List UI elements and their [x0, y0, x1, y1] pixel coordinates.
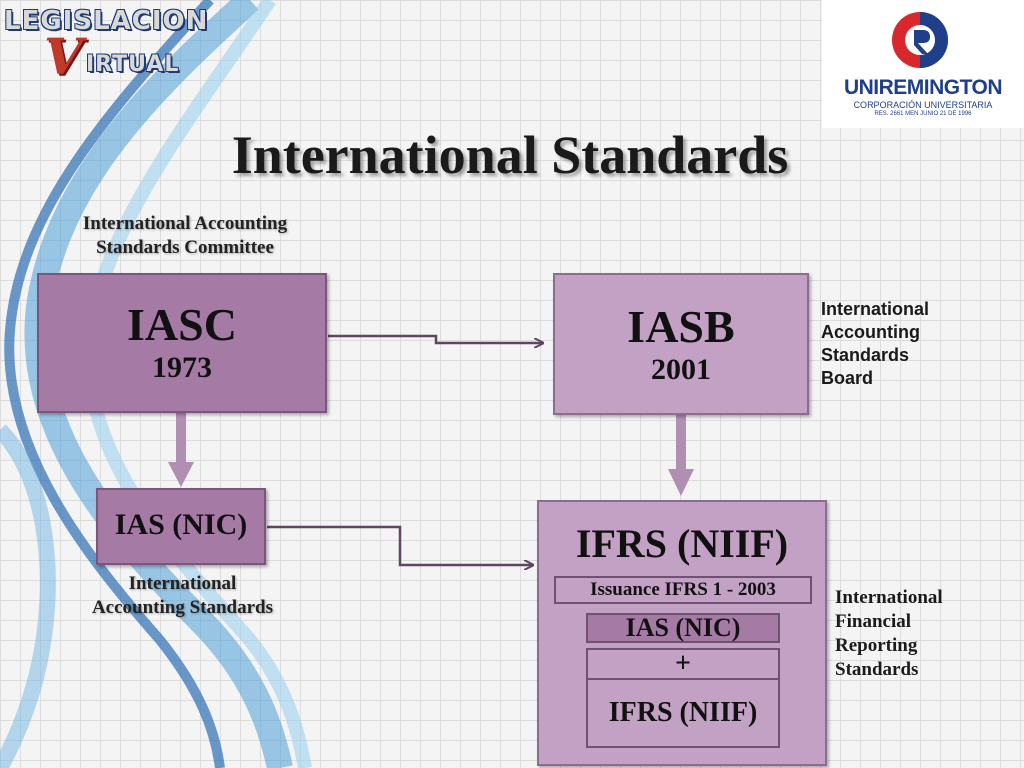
iasb-label-line-2: Accounting	[821, 322, 920, 342]
ifrs-label-line-3: Reporting	[835, 635, 918, 656]
ias-caption-line-2: Accounting Standards	[91, 597, 274, 618]
iasb-name: IASB	[627, 301, 735, 352]
uniremington-logo: UNIREMINGTON CORPORACIÓN UNIVERSITARIA R…	[822, 0, 1024, 128]
iasc-caption-line-2: Standards Committee	[96, 237, 274, 258]
uniremington-emblem-icon	[892, 12, 948, 68]
swirl-decoration	[0, 0, 312, 768]
iasc-box: IASC 1973	[37, 273, 327, 413]
ifrs-label-line-1: International	[835, 587, 943, 608]
iasb-label: International Accounting Standards Board	[821, 298, 929, 390]
ifrs-label-line-4: Standards	[835, 659, 919, 680]
iasb-label-line-3: Standards	[821, 345, 910, 365]
arrow-ias-to-ifrs	[267, 525, 533, 565]
page-title: International Standards	[231, 125, 789, 185]
ifrs-label-line-2: Financial	[835, 611, 912, 632]
legislacion-virtual-logo: LEGISLACION V IRTUAL	[0, 2, 215, 82]
ifrs-name: IFRS (NIIF)	[575, 521, 789, 566]
arrow-iasc-to-iasb	[328, 334, 543, 343]
ifrs-ias-row: IAS (NIC)	[586, 613, 780, 643]
logo-v-mark: V	[44, 27, 83, 86]
ifrs-box: IFRS (NIIF) Issuance IFRS 1 - 2003 IAS (…	[537, 500, 827, 766]
logo-text-top: LEGISLACION	[4, 6, 209, 36]
logo-text-bottom: IRTUAL	[86, 52, 180, 77]
uniremington-brand: UNIREMINGTON	[843, 76, 1003, 99]
iasc-year: 1973	[152, 351, 212, 384]
iasb-label-line-4: Board	[821, 368, 874, 388]
ifrs-label: International Financial Reporting Standa…	[835, 586, 943, 682]
ias-box: IAS (NIC)	[96, 488, 266, 565]
ias-caption: International Accounting Standards	[60, 572, 305, 620]
ifrs-issuance: Issuance IFRS 1 - 2003	[554, 576, 812, 604]
ias-caption-line-1: International	[128, 573, 237, 594]
arrow-iasb-to-ifrs	[668, 415, 694, 496]
iasc-caption-line-1: International Accounting	[82, 213, 288, 234]
uniremington-subtitle: CORPORACIÓN UNIVERSITARIA	[853, 100, 993, 110]
ifrs-plus: +	[586, 648, 780, 680]
iasb-box: IASB 2001	[553, 273, 809, 415]
arrow-iasc-to-ias	[168, 413, 194, 487]
ias-name: IAS (NIC)	[114, 508, 248, 541]
ifrs-ifrs-row: IFRS (NIIF)	[586, 678, 780, 748]
iasb-year: 2001	[651, 353, 711, 386]
iasb-label-line-1: International	[821, 299, 930, 319]
uniremington-resolution: RES. 2661 MEN JUNIO 21 DE 1996	[874, 111, 972, 117]
iasc-name: IASC	[127, 299, 237, 350]
iasc-caption: International Accounting Standards Commi…	[40, 212, 330, 260]
